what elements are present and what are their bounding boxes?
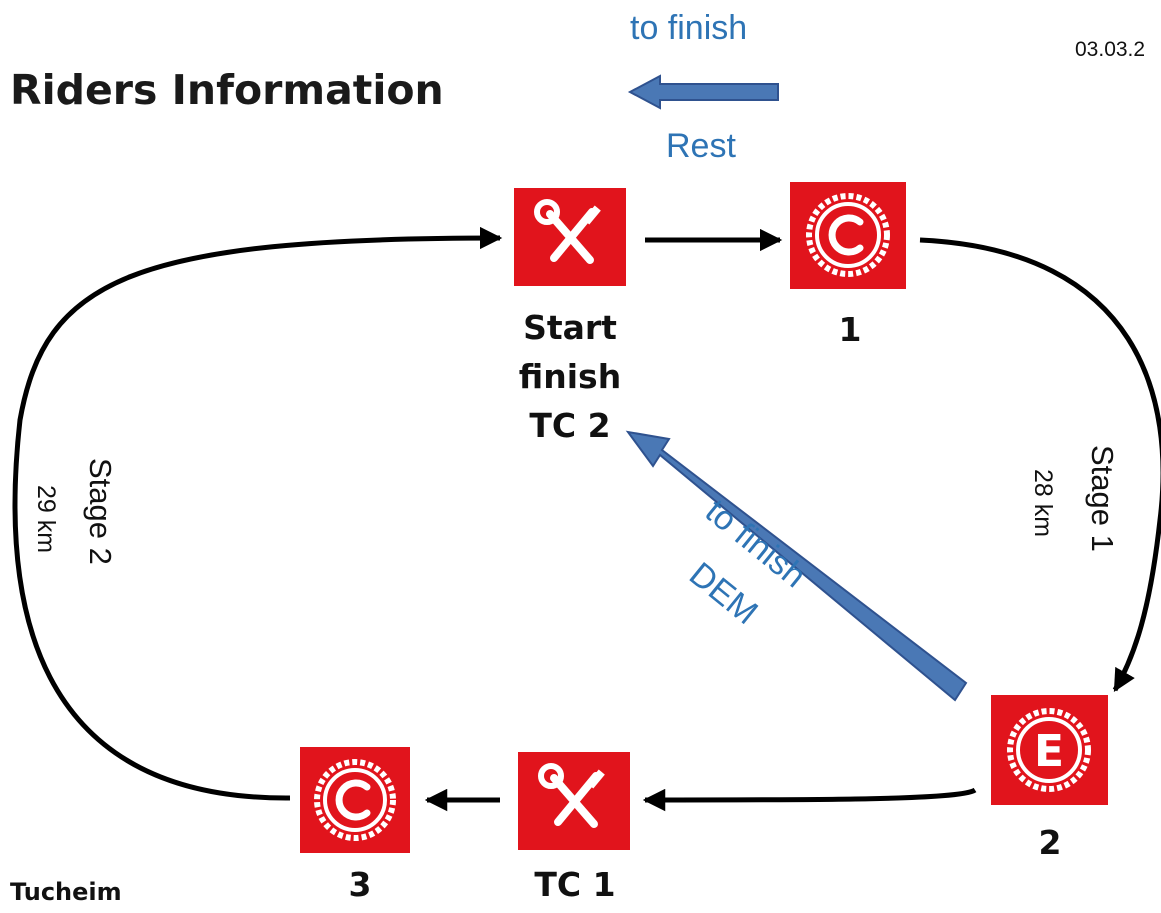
- tc1-label: TC 1: [534, 865, 616, 904]
- enduro-letter: E: [1034, 726, 1064, 777]
- stage-1-distance: 28 km: [1029, 469, 1057, 538]
- date-label: 03.03.2: [1075, 38, 1146, 61]
- start-label-line-3: TC 2: [529, 406, 611, 445]
- enduro-2-tile: E: [991, 695, 1108, 805]
- stage-2-distance: 29 km: [32, 485, 60, 554]
- checkpoint-c-icon: [314, 759, 396, 841]
- enduro-2-label: 2: [1038, 823, 1062, 862]
- diagonal-blue-arrow: [625, 430, 968, 702]
- start-label-line-1: Start: [523, 308, 617, 347]
- checkpoint-1-tile: [790, 182, 906, 289]
- stage-1-name: Stage 1: [1085, 445, 1120, 552]
- enduro-to-tc1-arrow: [642, 787, 977, 812]
- checkpoint-3-label: 3: [348, 865, 372, 904]
- top-arrow-label-bottom: Rest: [666, 127, 736, 165]
- stage-2-name: Stage 2: [83, 458, 118, 565]
- checkpoint-1-label: 1: [838, 310, 862, 349]
- location-label: Tucheim: [10, 878, 122, 906]
- page-title: Riders Information: [10, 66, 444, 114]
- service-tools-icon: [538, 763, 605, 828]
- tc1-service-tile: [518, 752, 630, 850]
- checkpoint-c-icon: [806, 193, 890, 277]
- start-node-label: Start finish TC 2: [490, 303, 650, 450]
- enduro-e-icon: E: [1007, 708, 1091, 792]
- stage-2-route: [12, 226, 503, 801]
- top-blue-arrow: [627, 74, 779, 110]
- stage-1-route: [919, 237, 1161, 692]
- start-service-tile: [514, 188, 626, 286]
- service-tools-icon: [534, 199, 601, 264]
- top-arrow-label-top: to finish: [630, 9, 748, 47]
- start-label-line-2: finish: [518, 357, 622, 396]
- checkpoint-3-tile: [300, 747, 410, 853]
